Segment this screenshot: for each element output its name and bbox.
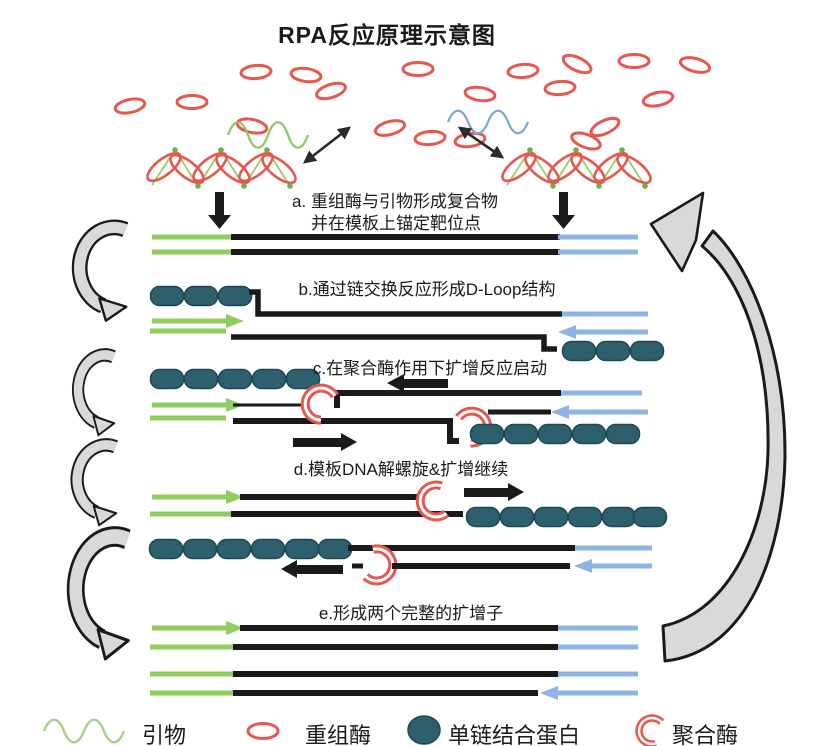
ssb-ovals-left	[148, 538, 353, 560]
elongation-lower-fork	[148, 538, 652, 586]
page-title: RPA反应原理示意图	[278, 22, 496, 48]
anchor-down-arrow-right-icon	[552, 192, 575, 229]
anchor-down-arrow-left-icon	[208, 192, 231, 229]
legend-label-ssb: 单链结合蛋白	[448, 723, 581, 746]
recombinase-oval-icon	[246, 722, 280, 740]
equilibrium-arrow-left-icon	[302, 126, 352, 164]
synthesis-arrow-right-icon	[293, 433, 357, 451]
recycle-arrow	[649, 191, 787, 663]
primer-recombinase-filament-left	[146, 147, 297, 189]
amplicon-duplexes	[150, 621, 638, 700]
primer-recombinase-filament-right	[501, 147, 652, 189]
ssb-ovals-lower	[469, 423, 641, 445]
legend-label-primer: 引物	[142, 723, 187, 746]
cycle-arrow-3	[77, 445, 116, 525]
step-a-label-line2: 并在模板上锚定靶位点	[311, 214, 481, 233]
legend-icons	[42, 714, 665, 746]
ssb-ovals-bottom-right	[561, 340, 665, 362]
ssb-ovals-right	[465, 506, 668, 528]
primer-wave-icon	[42, 718, 126, 744]
equilibrium-arrow-right-icon	[457, 126, 505, 159]
cycle-arrow-1	[80, 227, 127, 320]
legend-label-polymerase: 聚合酶	[672, 723, 739, 746]
legend-label-recombinase: 重组酶	[305, 723, 372, 746]
d-loop-structure	[149, 285, 665, 362]
step-c-label: c.在聚合酶作用下扩增反应启动	[312, 359, 548, 378]
step-b-label: b.通过链交换反应形成D-Loop结构	[298, 280, 556, 299]
elongation-upper-fork	[150, 480, 668, 528]
reverse-primer-wave-icon	[446, 109, 530, 135]
polymerase-icon	[300, 383, 339, 425]
forward-primer-wave-icon	[226, 121, 310, 149]
initiation-structure	[149, 368, 648, 451]
synthesis-arrow-left-icon	[387, 374, 448, 392]
cycle-arrow-2	[78, 355, 114, 435]
ssb-protein-icon	[407, 715, 441, 745]
step-e-label: e.形成两个完整的扩增子	[318, 604, 504, 623]
ssb-ovals-upper	[149, 368, 321, 390]
polymerase-crescent-icon	[635, 714, 665, 746]
cycle-arrow-4	[76, 536, 129, 658]
ssb-ovals-top-left	[149, 285, 253, 307]
synthesis-arrow-right-icon	[464, 483, 524, 501]
free-recombinase-ovals	[113, 53, 712, 151]
synthesis-arrow-left-icon	[281, 560, 343, 578]
template-duplex	[152, 234, 638, 255]
polymerase-icon	[362, 544, 398, 586]
step-a-label-line1: a. 重组酶与引物形成复合物	[292, 192, 498, 211]
polymerase-icon	[415, 480, 450, 522]
step-d-label: d.模板DNA解螺旋&扩增继续	[293, 460, 509, 479]
